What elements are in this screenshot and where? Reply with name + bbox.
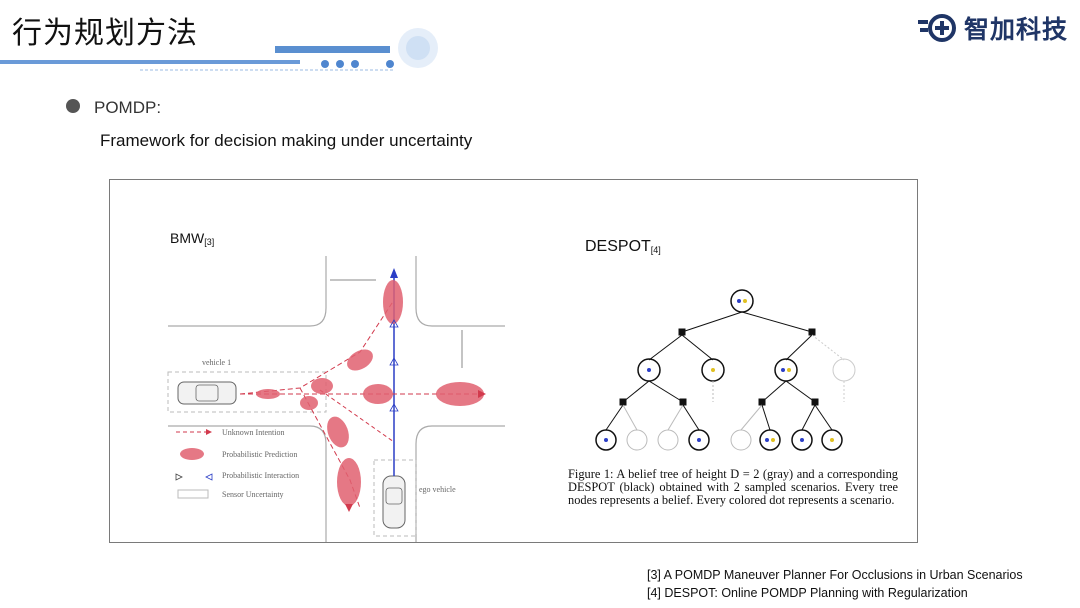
vehicle-1-label: vehicle 1	[202, 358, 231, 367]
bullet-icon	[66, 99, 80, 113]
intersection-diagram	[167, 256, 505, 542]
reference-3: [3] A POMDP Maneuver Planner For Occlusi…	[647, 568, 1023, 582]
legend-probabilistic-prediction: Probabilistic Prediction	[222, 450, 297, 459]
despot-label: DESPOT[4]	[585, 238, 661, 255]
despot-caption: Figure 1: A belief tree of height D = 2 …	[568, 467, 898, 507]
slide-title: 行为规划方法	[12, 16, 198, 51]
subtitle: Framework for decision making under unce…	[100, 131, 473, 150]
legend-unknown-intention: Unknown Intention	[222, 428, 284, 437]
legend-sensor-uncertainty: Sensor Uncertainty	[222, 490, 284, 499]
bullet-heading: POMDP:	[94, 98, 162, 117]
figure-panel: BMW[3] DESPOT[4]	[109, 179, 918, 543]
reference-4: [4] DESPOT: Online POMDP Planning with R…	[647, 586, 968, 600]
company-logo: 智加科技	[917, 10, 1068, 46]
ego-vehicle-label: ego vehicle	[419, 485, 456, 494]
bmw-legend: Unknown Intention Probabilistic Predicti…	[175, 428, 299, 499]
references: [3] A POMDP Maneuver Planner For Occlusi…	[647, 566, 1023, 602]
figure-illustration: vehicle 1 ego vehicle Unknown Intention …	[167, 256, 856, 542]
logo-icon	[917, 14, 956, 42]
header-decoration	[0, 28, 438, 71]
bmw-label: BMW[3]	[170, 230, 215, 247]
legend-probabilistic-interaction: Probabilistic Interaction	[222, 471, 299, 480]
logo-text: 智加科技	[963, 15, 1068, 44]
despot-tree	[595, 289, 856, 451]
